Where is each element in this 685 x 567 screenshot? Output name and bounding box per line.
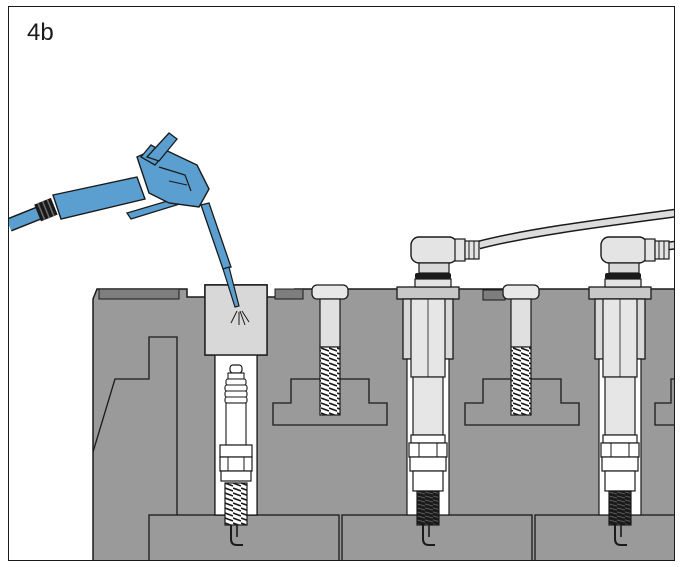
blow-gun — [9, 132, 250, 326]
plug-connector-3 — [600, 236, 670, 288]
plug-connector-2 — [410, 236, 480, 288]
spark-plug-2 — [408, 298, 448, 546]
cylinder-head — [92, 284, 674, 560]
figure-label: 4b — [27, 19, 54, 46]
head-bolt-1 — [311, 284, 349, 416]
spark-plug-1 — [219, 364, 253, 546]
diagram-frame: 4b — [8, 6, 675, 561]
spark-plug-3 — [600, 298, 640, 546]
cylinder-head-illustration — [9, 132, 674, 560]
head-bolt-2 — [502, 284, 540, 416]
